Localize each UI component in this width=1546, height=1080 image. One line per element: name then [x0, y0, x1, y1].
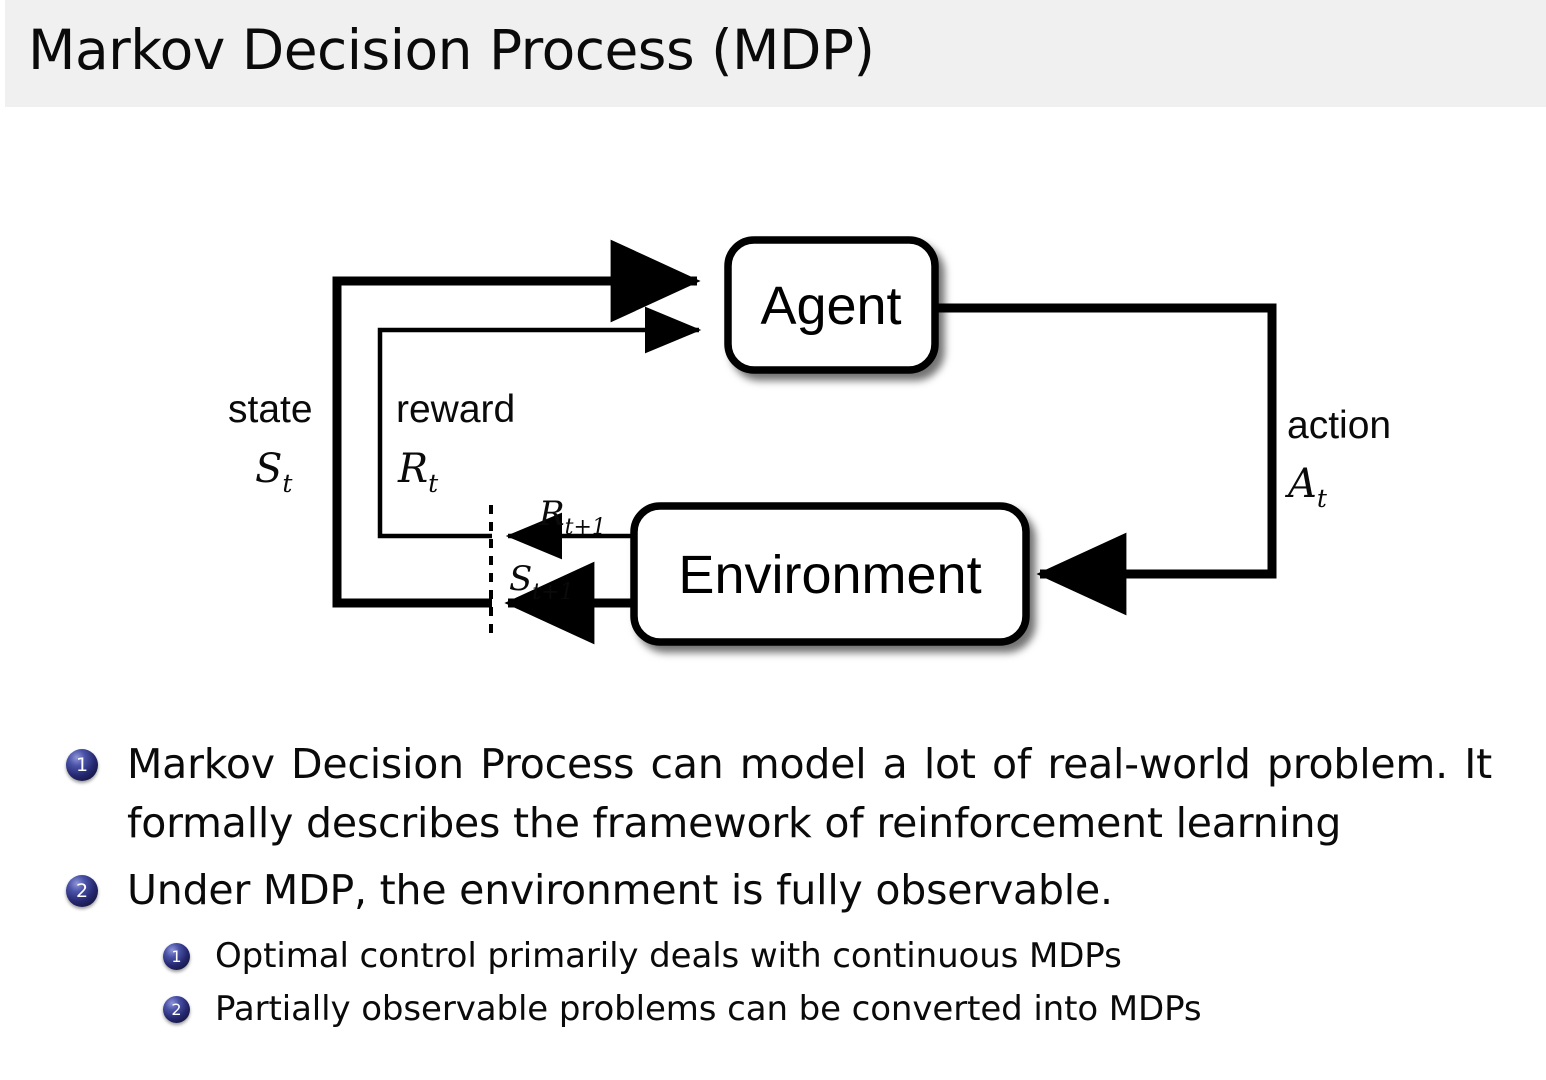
bullet-marker-2: 2 — [66, 875, 98, 907]
state-label-group: state St — [228, 388, 313, 498]
reward-label-group: reward Rt — [396, 388, 515, 498]
next-reward-label: Rt+1 — [538, 494, 606, 540]
bullet-marker-1: 1 — [66, 749, 98, 781]
sub-bullet-marker-2: 2 — [163, 996, 190, 1023]
environment-node-label: Environment — [678, 545, 981, 605]
sub-list-item: 2 Partially observable problems can be c… — [163, 983, 1546, 1036]
action-word-label: action — [1287, 404, 1391, 447]
action-symbol-label: At — [1284, 461, 1328, 513]
reward-feedback-path — [377, 306, 702, 539]
action-path — [935, 303, 1277, 616]
state-symbol-label: St — [255, 446, 293, 498]
reward-word-label: reward — [396, 388, 515, 431]
agent-node: Agent — [724, 236, 939, 374]
sub-list-item: 1 Optimal control primarily deals with c… — [163, 930, 1546, 983]
sub-bullet-text-2: Partially observable problems can be con… — [215, 989, 1202, 1029]
header-left-edge-strip — [0, 0, 5, 107]
slide-header: Markov Decision Process (MDP) — [0, 0, 1546, 107]
next-state-label: St+1 — [509, 559, 574, 605]
bullet-text-2: Under MDP, the environment is fully obse… — [127, 866, 1113, 914]
reward-symbol-label: Rt — [397, 446, 439, 498]
list-item: 1 Markov Decision Process can model a lo… — [66, 735, 1546, 853]
bullet-list: 1 Markov Decision Process can model a lo… — [0, 735, 1546, 1036]
state-word-label: state — [228, 388, 313, 431]
sub-bullet-text-1: Optimal control primarily deals with con… — [215, 936, 1122, 976]
agent-environment-diagram: Agent Environment state St reward Rt act… — [0, 107, 1546, 707]
bullet-text-1: Markov Decision Process can model a lot … — [127, 740, 1492, 847]
state-feedback-path — [332, 239, 701, 608]
page-title: Markov Decision Process (MDP) — [28, 18, 875, 82]
list-item: 2 Under MDP, the environment is fully ob… — [66, 861, 1546, 920]
environment-node: Environment — [630, 502, 1030, 646]
agent-node-label: Agent — [760, 276, 901, 336]
action-label-group: action At — [1284, 404, 1391, 513]
sub-bullet-marker-1: 1 — [163, 943, 190, 970]
